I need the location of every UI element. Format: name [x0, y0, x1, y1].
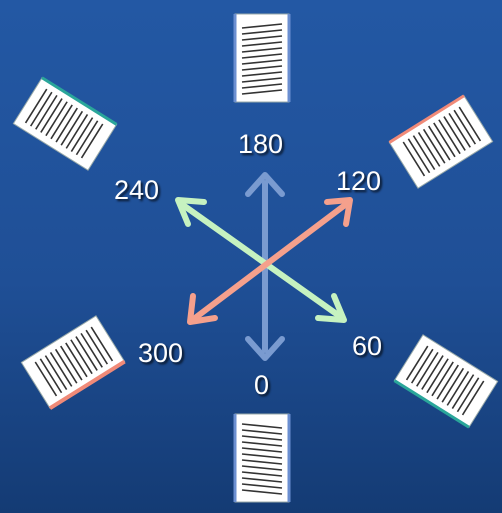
polarizer-card-240 [12, 76, 118, 171]
axis-arrow-60-240 [175, 197, 347, 323]
polarizer-card-60 [393, 334, 499, 429]
angle-label-60: 60 [352, 331, 383, 361]
angle-label-0: 0 [254, 370, 270, 400]
polarizer-card-0 [233, 413, 291, 503]
angle-label-240: 240 [114, 175, 160, 205]
angle-label-120: 120 [336, 166, 382, 196]
polarizer-card-300 [20, 315, 126, 410]
polarizer-card-180 [233, 13, 291, 103]
angle-label-180: 180 [238, 129, 284, 159]
polarizer-card-120 [388, 94, 494, 189]
angle-label-300: 300 [138, 338, 184, 368]
axis-arrow-120-300 [187, 197, 353, 325]
